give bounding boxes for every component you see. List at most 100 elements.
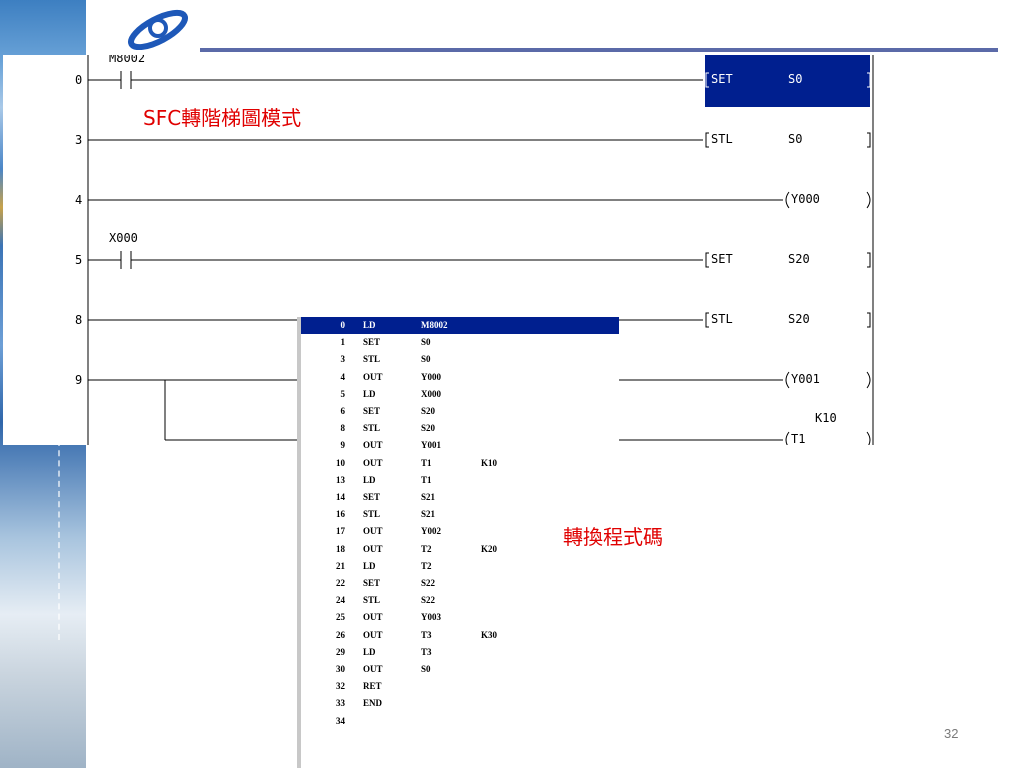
instruction-mnemonic: OUT [363, 629, 383, 640]
instruction-step-number: 30 [336, 664, 345, 674]
instruction-mnemonic: SET [363, 337, 381, 348]
page-number: 32 [944, 726, 959, 741]
instruction-row[interactable]: 26 OUT T3 K30 [301, 627, 619, 644]
rung-step-number: 9 [75, 373, 82, 387]
instruction-row[interactable]: 34 [301, 713, 619, 730]
instruction-mnemonic: STL [711, 132, 733, 146]
instruction-operand: S20 [788, 312, 810, 326]
instruction-step-number: 34 [336, 715, 345, 726]
instruction-step-number: 13 [336, 474, 345, 485]
instruction-row-selected[interactable]: 0 LD M8002 [301, 317, 619, 334]
instruction-bracket-left [705, 72, 709, 88]
instruction-mnemonic: OUT [363, 526, 383, 537]
coil-icon [866, 431, 871, 445]
coil-icon [866, 371, 871, 389]
instruction-mnemonic: RET [363, 681, 382, 692]
coil-icon [785, 191, 790, 209]
instruction-row[interactable]: 8 STL S20 [301, 420, 619, 437]
instruction-row[interactable]: 22 SET S22 [301, 575, 619, 592]
coil-icon [785, 431, 790, 445]
convert-code-annotation: 轉換程式碼 [563, 525, 663, 549]
instruction-mnemonic: LD [363, 560, 376, 571]
instruction-operand: M8002 [421, 320, 448, 330]
instruction-mnemonic: STL [363, 423, 381, 434]
instruction-step-number: 26 [336, 629, 345, 640]
instruction-mnemonic: OUT [363, 440, 383, 451]
contact-label: M8002 [109, 55, 145, 65]
rung-step-number: 0 [75, 73, 82, 87]
instruction-operand: S0 [421, 354, 431, 365]
instruction-step-number: 1 [340, 337, 346, 348]
instruction-mnemonic: OUT [363, 543, 383, 554]
instruction-operand: S0 [788, 132, 802, 146]
instruction-mnemonic: OUT [363, 664, 383, 674]
instruction-bracket-right [867, 72, 871, 88]
coil-label: T1 [791, 432, 805, 445]
instruction-operand: T1 [421, 457, 432, 468]
instruction-operand: T2 [421, 543, 432, 554]
instruction-mnemonic: STL [363, 354, 381, 365]
instruction-operand: S20 [421, 423, 436, 434]
instruction-mnemonic: SET [711, 72, 733, 86]
timer-constant: K10 [815, 411, 837, 425]
instruction-step-number: 5 [340, 388, 346, 399]
rung-step-number: 4 [75, 193, 82, 207]
selected-instruction-highlight [705, 55, 870, 107]
instruction-operand: S21 [421, 509, 436, 520]
instruction-operand: S22 [421, 595, 436, 606]
instruction-operand: S0 [788, 72, 802, 86]
contact-label: X000 [109, 231, 138, 245]
instruction-row[interactable]: 9 OUT Y001 [301, 437, 619, 454]
instruction-step-number: 0 [340, 320, 346, 330]
instruction-mnemonic: LD [363, 320, 376, 330]
instruction-operand: T3 [421, 629, 432, 640]
instruction-bracket-right [867, 252, 871, 268]
rung-step-number: 3 [75, 133, 82, 147]
instruction-operand: T3 [421, 646, 432, 657]
instruction-step-number: 8 [340, 423, 346, 434]
instruction-step-number: 32 [336, 681, 345, 692]
instruction-bracket-right [867, 132, 871, 148]
instruction-step-number: 29 [336, 646, 345, 657]
instruction-bracket-left [705, 312, 709, 328]
instruction-mnemonic: SET [363, 578, 381, 588]
instruction-step-number: 25 [336, 612, 345, 623]
instruction-mnemonic: OUT [363, 371, 383, 382]
instruction-step-number: 22 [336, 578, 345, 588]
instruction-step-number: 4 [340, 371, 346, 382]
instruction-constant: K30 [481, 629, 498, 640]
instruction-mnemonic: OUT [363, 612, 383, 623]
instruction-mnemonic: SET [711, 252, 733, 266]
instruction-mnemonic: OUT [363, 457, 383, 468]
instruction-row[interactable]: 32 RET [301, 678, 619, 695]
instruction-step-number: 9 [340, 440, 346, 451]
instruction-operand: Y001 [421, 440, 441, 451]
instruction-operand: S22 [421, 578, 436, 588]
instruction-constant: K20 [481, 543, 498, 554]
instruction-operand: T2 [421, 560, 432, 571]
coil-label: Y000 [791, 192, 820, 206]
instruction-step-number: 17 [336, 526, 345, 537]
orbit-logo-icon [128, 9, 188, 50]
instruction-bracket-right [867, 312, 871, 328]
instruction-mnemonic: STL [363, 509, 381, 520]
